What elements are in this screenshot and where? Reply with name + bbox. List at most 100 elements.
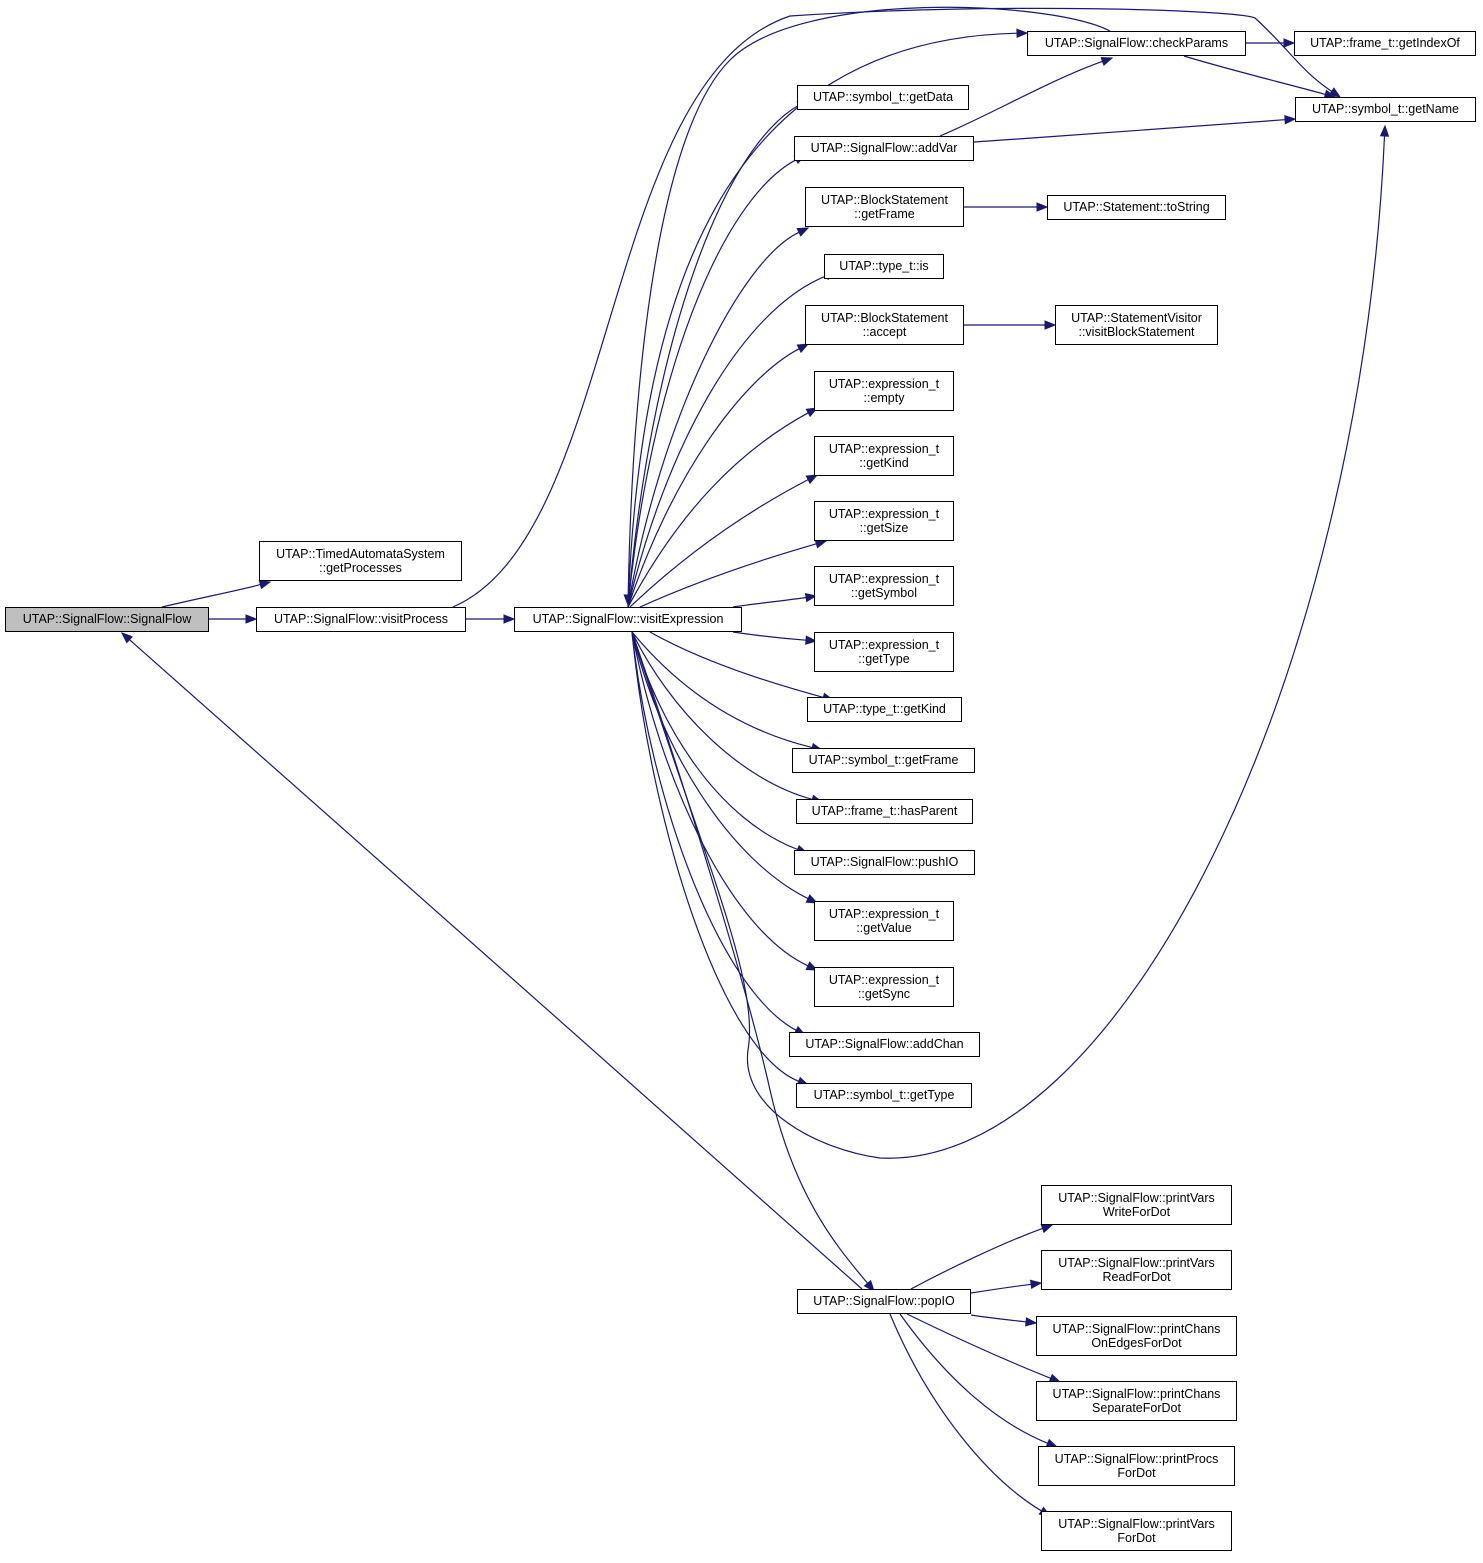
call-edge-visit_expression-to-block_accept <box>627 348 800 608</box>
node-expr-get-kind[interactable]: UTAP::expression_t::getKind <box>814 436 954 476</box>
node-type-is[interactable]: UTAP::type_t::is <box>824 254 944 279</box>
call-edge-visit_expression-to-symbol_get_data <box>627 104 800 608</box>
node-symbol-get-data[interactable]: UTAP::symbol_t::getData <box>797 85 969 110</box>
node-visit-block-statement[interactable]: UTAP::StatementVisitor::visitBlockStatem… <box>1055 305 1218 345</box>
call-edge-arrowhead <box>258 580 272 590</box>
node-frame-has-parent[interactable]: UTAP::frame_t::hasParent <box>796 799 973 824</box>
node-label-line: UTAP::symbol_t::getData <box>812 90 954 105</box>
call-edge-pop_io-to-print_vars <box>889 1313 1042 1512</box>
call-edge-visit_process-to-symbol_get_name <box>452 7 1333 608</box>
node-label-line: UTAP::type_t::getKind <box>823 702 946 717</box>
call-edge-visit_expression-to-expr_get_value <box>631 631 809 900</box>
node-label-line: UTAP::symbol_t::getName <box>1311 102 1460 117</box>
call-edge-visit_expression-to-expr_get_sync <box>631 631 809 967</box>
node-label-line: UTAP::SignalFlow::printVars <box>1058 1516 1215 1531</box>
call-edge-arrowhead <box>805 474 819 485</box>
node-label-line: ::getSync <box>857 987 911 1001</box>
node-symbol-get-frame[interactable]: UTAP::symbol_t::getFrame <box>792 748 975 773</box>
call-edge-visit_expression-to-expr_get_symbol <box>732 596 807 608</box>
node-expr-get-type[interactable]: UTAP::expression_t::getType <box>814 632 954 672</box>
call-edge-arrowhead <box>1284 114 1297 125</box>
call-edge-pop_io-to-print_chans_separate <box>906 1313 1051 1379</box>
node-label-line: SeparateForDot <box>1092 1401 1181 1415</box>
node-label-line: UTAP::symbol_t::getFrame <box>808 753 959 768</box>
node-label-line: UTAP::BlockStatement <box>821 192 948 207</box>
node-label-line: ForDot <box>1117 1466 1156 1480</box>
call-edge-arrowhead <box>814 539 828 549</box>
node-label-line: UTAP::SignalFlow::printVars <box>1058 1190 1215 1205</box>
node-block-get-frame[interactable]: UTAP::BlockStatement::getFrame <box>805 187 964 227</box>
node-label-line: UTAP::frame_t::getIndexOf <box>1310 36 1460 51</box>
node-symbol-get-type[interactable]: UTAP::symbol_t::getType <box>796 1083 972 1108</box>
call-edge-arrowhead <box>804 592 818 603</box>
node-statement-to-string[interactable]: UTAP::Statement::toString <box>1047 195 1226 220</box>
node-expr-get-sync[interactable]: UTAP::expression_t::getSync <box>814 967 954 1007</box>
node-label-line: UTAP::expression_t <box>828 637 940 652</box>
call-edge-visit_expression-to-check_params <box>627 32 1018 608</box>
node-label-line: ::getSymbol <box>850 586 917 600</box>
node-label-line: UTAP::SignalFlow::printProcs <box>1054 1451 1219 1466</box>
node-label-line: UTAP::expression_t <box>828 972 940 987</box>
call-edge-visit_expression-to-add_var <box>627 159 797 608</box>
call-edge-pop_io-to-print_chans_edges <box>970 1314 1027 1323</box>
call-edge-arrowhead <box>245 614 258 624</box>
node-label-line: ReadForDot <box>1102 1270 1171 1284</box>
node-label-line: UTAP::expression_t <box>828 506 940 521</box>
node-label-line: ::visitBlockStatement <box>1078 325 1195 339</box>
node-type-get-kind[interactable]: UTAP::type_t::getKind <box>807 697 962 722</box>
node-label-line: UTAP::symbol_t::getType <box>813 1088 955 1103</box>
node-expr-empty[interactable]: UTAP::expression_t::empty <box>814 371 954 411</box>
node-label-line: UTAP::expression_t <box>828 441 940 456</box>
node-label-line: UTAP::expression_t <box>828 906 940 921</box>
node-push-io[interactable]: UTAP::SignalFlow::pushIO <box>794 850 975 875</box>
node-label-line: ::empty <box>863 391 905 405</box>
node-label-line: UTAP::SignalFlow::visitExpression <box>532 612 724 627</box>
node-expr-get-size[interactable]: UTAP::expression_t::getSize <box>814 501 954 541</box>
call-edge-arrowhead <box>1044 320 1057 330</box>
node-pop-io[interactable]: UTAP::SignalFlow::popIO <box>797 1289 971 1314</box>
node-label-line: UTAP::StatementVisitor <box>1071 310 1202 325</box>
node-label-line: UTAP::Statement::toString <box>1063 200 1210 215</box>
node-check-params[interactable]: UTAP::SignalFlow::checkParams <box>1027 31 1246 56</box>
node-label-line: UTAP::SignalFlow::popIO <box>813 1294 955 1309</box>
node-visit-process[interactable]: UTAP::SignalFlow::visitProcess <box>256 607 466 632</box>
node-label-line: OnEdgesForDot <box>1091 1336 1182 1350</box>
call-edge-visit_expression-to-add_chan <box>631 631 797 1031</box>
node-symbol-get-name[interactable]: UTAP::symbol_t::getName <box>1295 97 1476 122</box>
node-get-processes[interactable]: UTAP::TimedAutomataSystem::getProcesses <box>259 541 462 581</box>
node-expr-get-value[interactable]: UTAP::expression_t::getValue <box>814 901 954 941</box>
node-label-line: UTAP::SignalFlow::visitProcess <box>273 612 449 627</box>
node-block-accept[interactable]: UTAP::BlockStatement::accept <box>805 305 964 345</box>
node-signalflow-ctor: UTAP::SignalFlow::SignalFlow <box>5 607 209 632</box>
node-add-var[interactable]: UTAP::SignalFlow::addVar <box>794 136 974 161</box>
call-edge-visit_expression-to-push_io <box>631 631 798 851</box>
call-edge-check_params-to-symbol_get_name <box>1183 55 1326 95</box>
call-edge-arrowhead <box>863 1279 875 1293</box>
node-label-line: UTAP::expression_t <box>828 571 940 586</box>
call-edge-arrowhead <box>503 614 516 624</box>
call-edge-pop_io-to-signalflow_ctor <box>129 639 863 1290</box>
call-edge-arrowhead <box>796 343 810 354</box>
node-add-chan[interactable]: UTAP::SignalFlow::addChan <box>789 1032 980 1057</box>
node-label-line: UTAP::SignalFlow::SignalFlow <box>22 612 192 627</box>
call-edge-arrowhead <box>1030 1279 1043 1289</box>
node-label-line: UTAP::SignalFlow::printChans <box>1052 1386 1221 1401</box>
call-edge-arrowhead <box>623 594 633 607</box>
node-label-line: WriteForDot <box>1102 1205 1171 1219</box>
call-edge-arrowhead <box>1283 38 1296 48</box>
call-edge-arrowhead <box>120 632 133 644</box>
node-frame-get-index-of[interactable]: UTAP::frame_t::getIndexOf <box>1294 31 1476 56</box>
call-edge-arrowhead <box>1100 57 1114 66</box>
node-visit-expression[interactable]: UTAP::SignalFlow::visitExpression <box>514 607 742 632</box>
node-expr-get-symbol[interactable]: UTAP::expression_t::getSymbol <box>814 566 954 606</box>
call-edge-visit_expression-to-symbol_get_name <box>631 135 1386 1159</box>
node-label-line: ::accept <box>862 325 907 339</box>
